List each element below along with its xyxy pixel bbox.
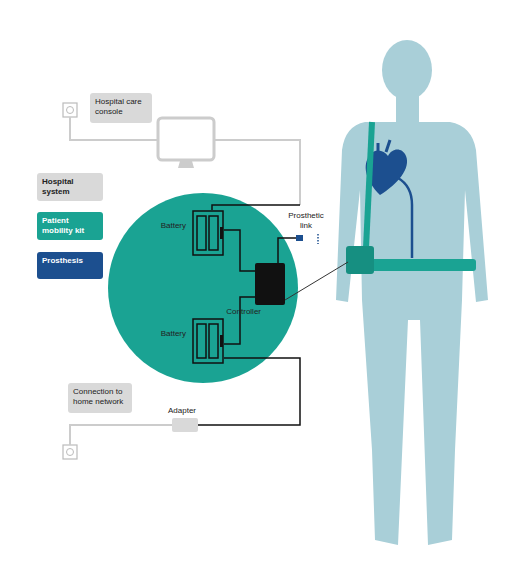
driveline [398, 178, 412, 258]
link-socket [317, 234, 319, 244]
kit-circle [108, 193, 298, 383]
node-label: Battery [161, 221, 186, 231]
node-label: Battery [161, 329, 186, 339]
part-label: Prosthetic link [286, 211, 326, 230]
console-cable [212, 205, 300, 210]
legend-swatch: Patient mobility kit [37, 212, 103, 240]
battery-icon [192, 318, 224, 364]
battery-icon [192, 210, 224, 256]
console-cable [215, 140, 300, 205]
legend-label: Prosthesis [42, 256, 98, 266]
adapter: Adapter [172, 418, 198, 432]
controller: Controller [255, 263, 285, 305]
leader-line [285, 262, 348, 300]
human-figure [336, 40, 488, 545]
legend-label: Hospital system [42, 177, 98, 196]
cable [224, 297, 255, 344]
monitor-stand [178, 161, 194, 168]
network-box: Connection to home network [68, 383, 132, 413]
node-label: Adapter [168, 406, 196, 416]
legend-label: Patient mobility kit [42, 216, 98, 235]
console-box: Hospital care console [90, 93, 152, 123]
cable [224, 230, 255, 271]
monitor [158, 118, 214, 160]
node-label: Connection to home network [73, 387, 125, 406]
wall-plug [63, 445, 77, 459]
legend-swatch: Prosthesis [37, 252, 103, 279]
battery: Battery [192, 318, 224, 364]
shoulder-strap [366, 122, 372, 248]
legend-swatch: Hospital system [37, 173, 103, 201]
wall-plug [63, 103, 77, 117]
link-cable [278, 238, 296, 263]
node-label: Controller [226, 307, 261, 317]
cable [198, 358, 300, 425]
bag [346, 246, 374, 274]
battery: Battery [192, 210, 224, 256]
heart-vessels [378, 140, 390, 156]
node-label: Hospital care console [95, 97, 145, 116]
power-cable [70, 425, 172, 445]
link-plug [296, 235, 303, 241]
